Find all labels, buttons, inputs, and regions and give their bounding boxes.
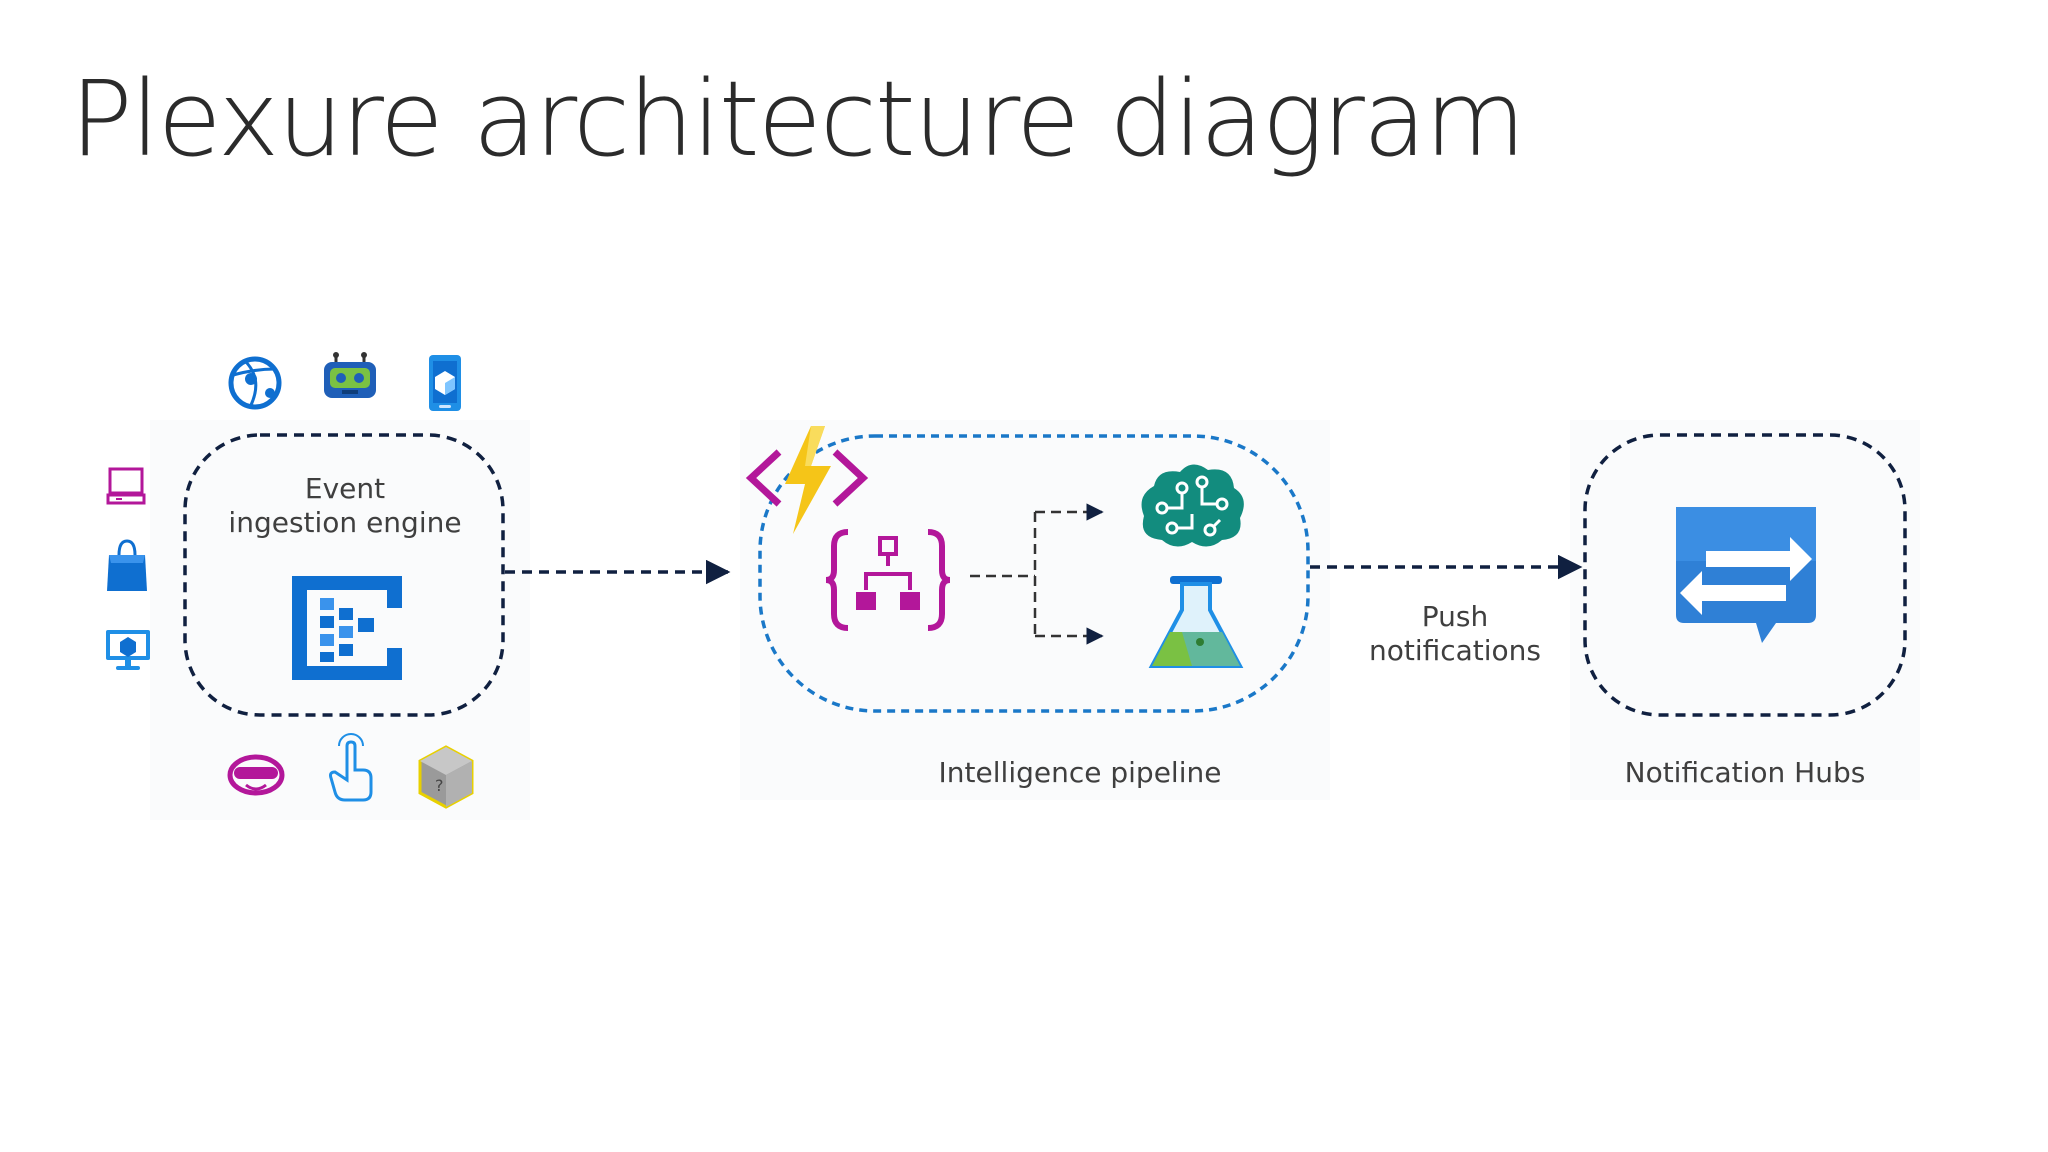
ingestion-engine-label: Event ingestion engine	[205, 472, 485, 540]
page-title: Plexure architecture diagram	[70, 58, 1526, 180]
intelligence-pipeline-boundary	[758, 434, 1310, 713]
notification-hubs-boundary	[1583, 433, 1907, 717]
notification-hubs-label: Notification Hubs	[1624, 756, 1866, 789]
desktop-monitor-icon	[106, 630, 150, 670]
azure-functions-icon	[745, 426, 869, 534]
event-hubs-icon	[292, 576, 402, 680]
pipeline-branch-connector	[970, 503, 1104, 645]
mobile-app-icon	[429, 355, 461, 411]
cognitive-services-icon	[1141, 464, 1244, 547]
push-notifications-label: Push notifications	[1340, 600, 1570, 668]
push-label-line1: Push	[1421, 600, 1489, 633]
bot-service-icon	[324, 352, 376, 398]
store-bag-icon	[107, 539, 147, 591]
logic-apps-icon	[825, 529, 951, 631]
machine-learning-icon	[1148, 576, 1244, 668]
push-label-line2: notifications	[1368, 634, 1542, 667]
laptop-icon	[106, 467, 146, 505]
web-app-icon	[228, 356, 282, 410]
mixed-reality-headset-icon	[227, 754, 285, 796]
ingestion-label-line1: Event	[304, 472, 386, 505]
touch-hand-icon	[329, 733, 373, 802]
unknown-device-icon: ?	[418, 745, 474, 809]
notification-hubs-icon	[1676, 507, 1816, 643]
ingestion-label-line2: ingestion engine	[228, 506, 462, 539]
ingestion-engine-boundary	[183, 433, 505, 717]
intelligence-pipeline-label: Intelligence pipeline	[938, 756, 1222, 789]
svg-text:?: ?	[435, 776, 444, 795]
